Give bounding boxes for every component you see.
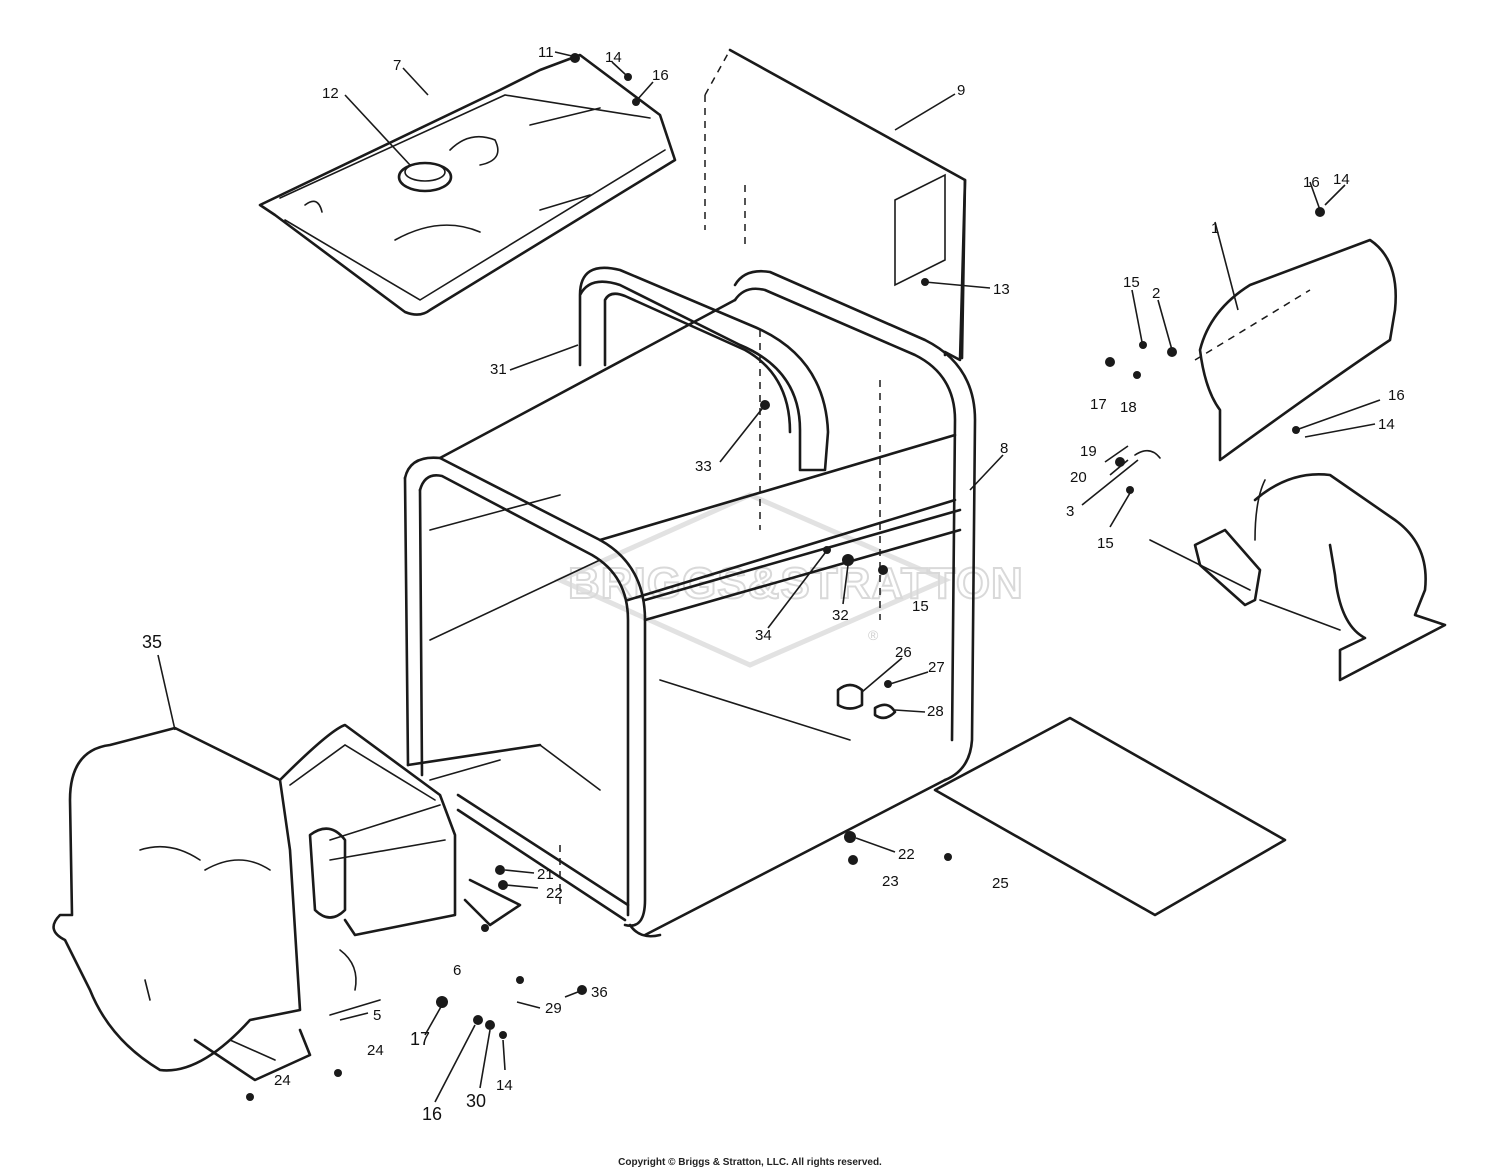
callout-8: 8 <box>1000 440 1008 457</box>
callout-3: 3 <box>1066 503 1074 520</box>
callout-26: 26 <box>895 644 912 661</box>
callout-25: 25 <box>992 875 1009 892</box>
callout-13: 13 <box>993 281 1010 298</box>
hardware-fasteners <box>246 53 1325 1101</box>
callout-31: 31 <box>490 361 507 378</box>
callout-29: 29 <box>545 1000 562 1017</box>
callout-16-top-right: 16 <box>1303 174 1320 191</box>
control-panel <box>704 48 967 362</box>
watermark-brand-text: BRIGGS&STRATTON <box>568 559 1024 608</box>
callout-18: 18 <box>1120 399 1137 416</box>
copyright-notice: Copyright © Briggs & Stratton, LLC. All … <box>618 1157 882 1168</box>
callout-34: 34 <box>755 627 772 644</box>
callout-7: 7 <box>393 57 401 74</box>
callout-9: 9 <box>957 82 965 99</box>
callout-16-lower: 16 <box>422 1104 442 1124</box>
leader-lines <box>157 51 1381 1103</box>
callout-28: 28 <box>927 703 944 720</box>
callout-32: 32 <box>832 607 849 624</box>
callout-6: 6 <box>453 962 461 979</box>
callout-1: 1 <box>1211 220 1219 237</box>
callout-14-right: 14 <box>1378 416 1395 433</box>
callout-15-right: 15 <box>1123 274 1140 291</box>
callout-15: 15 <box>912 598 929 615</box>
callout-23: 23 <box>882 873 899 890</box>
callout-33: 33 <box>695 458 712 475</box>
callout-24: 24 <box>367 1042 384 1059</box>
tubular-frame <box>403 270 977 938</box>
generator-assembly <box>1149 238 1447 682</box>
part-callouts: 35 7 12 11 14 16 9 13 31 33 8 34 32 15 2… <box>142 44 1405 1124</box>
callout-16: 16 <box>652 67 669 84</box>
carry-handle <box>578 266 830 472</box>
callout-2: 2 <box>1152 285 1160 302</box>
callout-17: 17 <box>410 1029 430 1049</box>
callout-22-lower: 22 <box>546 885 563 902</box>
fuel-tank <box>258 53 677 316</box>
callout-12: 12 <box>322 85 339 102</box>
callout-27: 27 <box>928 659 945 676</box>
engine <box>52 723 522 1082</box>
callout-36: 36 <box>591 984 608 1001</box>
callout-16-right: 16 <box>1388 387 1405 404</box>
callout-20: 20 <box>1070 469 1087 486</box>
callout-5: 5 <box>373 1007 381 1024</box>
callout-21: 21 <box>537 866 554 883</box>
callout-14-top-right: 14 <box>1333 171 1350 188</box>
watermark-registered-mark: ® <box>868 627 879 643</box>
base-plate <box>933 716 1287 917</box>
callout-19: 19 <box>1080 443 1097 460</box>
callout-15-lower-right: 15 <box>1097 535 1114 552</box>
callout-24-lower: 24 <box>274 1072 291 1089</box>
callout-17-right: 17 <box>1090 396 1107 413</box>
callout-35: 35 <box>142 632 162 652</box>
callout-30: 30 <box>466 1091 486 1111</box>
callout-14-lower: 14 <box>496 1077 513 1094</box>
callout-11: 11 <box>538 44 554 61</box>
callout-22: 22 <box>898 846 915 863</box>
callout-14: 14 <box>605 49 622 66</box>
